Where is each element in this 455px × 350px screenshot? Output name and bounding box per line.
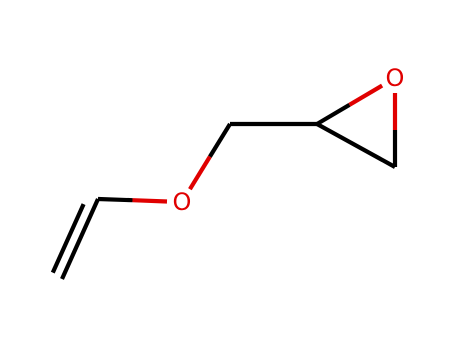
bond-b1 xyxy=(60,198,100,280)
bond-b1-second xyxy=(50,203,86,274)
oxygen-atom-label-epoxide: O xyxy=(386,64,405,92)
bond-b3-a xyxy=(188,155,212,191)
bond-b3-b xyxy=(208,122,232,158)
bond-b5-b xyxy=(348,83,384,107)
bond-b2-b xyxy=(132,198,168,204)
bond-b7 xyxy=(315,122,397,169)
atoms-layer: O O xyxy=(173,64,405,216)
bond-b5-a xyxy=(315,102,351,126)
bonds-layer xyxy=(50,83,398,280)
bond-b2-a xyxy=(97,196,133,203)
oxygen-atom-label-ether: O xyxy=(173,188,192,216)
